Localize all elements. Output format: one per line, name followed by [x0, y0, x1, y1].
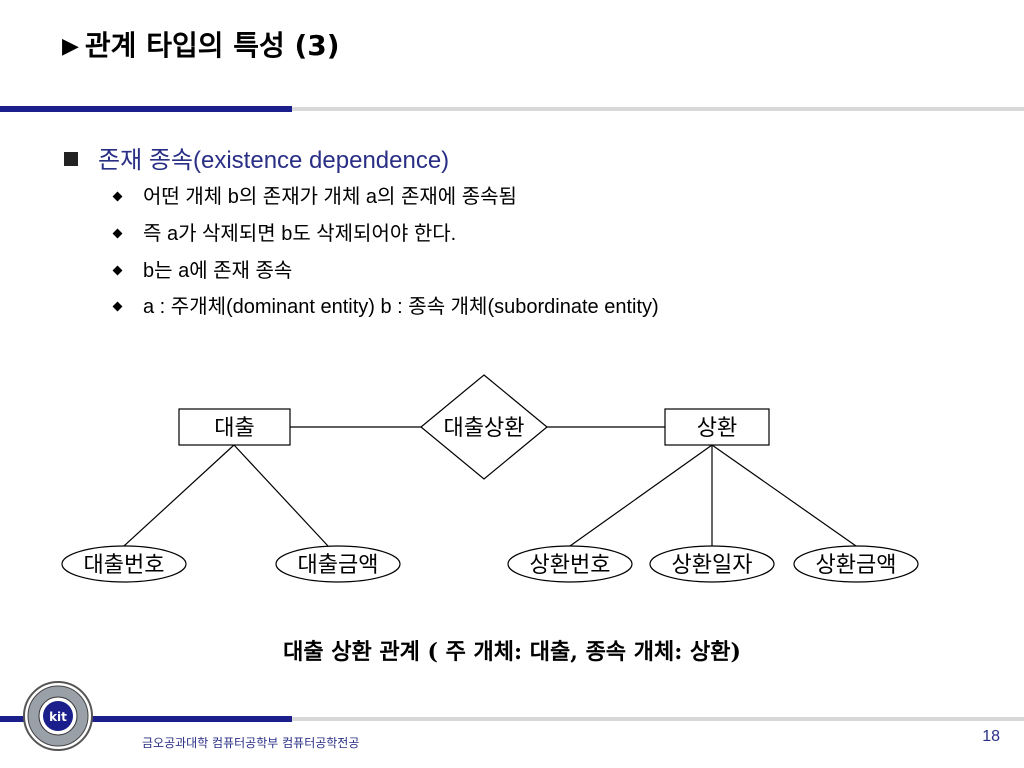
slide-title: ▶관계 타입의 특성 (3) [62, 24, 340, 64]
footer-rule-accent [0, 716, 292, 722]
slide-title-text: 관계 타입의 특성 (3) [84, 29, 340, 62]
footer-rule-gray [292, 717, 1024, 721]
attribute-label: 대출금액 [298, 553, 379, 578]
bullet-text: 즉 a가 삭제되면 b도 삭제되어야 한다. [143, 223, 457, 245]
page-number: 18 [982, 728, 1000, 745]
entity-box-left [178, 408, 291, 446]
title-rule-gray [292, 107, 1024, 111]
bullet-level1-suffix: (existence dependence) [193, 147, 450, 174]
attribute-label: 상환일자 [672, 553, 753, 578]
footer-organization: 금오공과대학 컴퓨터공학부 컴퓨터공학전공 [142, 736, 360, 750]
bullet-level2-item: 즉 a가 삭제되면 b도 삭제되어야 한다. [112, 217, 457, 246]
square-bullet-icon [64, 152, 78, 166]
attribute-ellipse [793, 545, 919, 583]
attribute-line [233, 444, 329, 547]
triangle-bullet-icon: ▶ [62, 34, 79, 59]
bullet-text: a : 주개체(dominant entity) b : 종속 개체(subor… [143, 296, 659, 318]
bullet-level2-item: a : 주개체(dominant entity) b : 종속 개체(subor… [112, 290, 659, 319]
entity-label-right: 상환 [697, 416, 737, 441]
entity-box-right [664, 408, 770, 446]
attribute-label: 대출번호 [84, 553, 165, 578]
attribute-label: 상환번호 [530, 553, 611, 578]
relationship-diamond [420, 374, 548, 480]
bullet-level2-item: 어떤 개체 b의 존재가 개체 a의 존재에 종속됨 [112, 180, 517, 209]
attribute-line [711, 444, 857, 547]
attribute-ellipse [275, 545, 401, 583]
bullet-level1-prefix: 존재 종속 [98, 147, 193, 174]
svg-text:kit: kit [49, 710, 67, 724]
attribute-line [569, 444, 713, 547]
bullet-level1: 존재 종속(existence dependence) [64, 140, 449, 175]
entity-label-left: 대출 [214, 416, 254, 441]
relationship-label: 대출상환 [444, 416, 525, 441]
bullet-text: b는 a에 존재 종속 [143, 260, 293, 282]
diagram-caption: 대출 상환 관계 ( 주 개체: 대출, 종속 개체: 상환) [283, 639, 741, 665]
bullet-level2-item: b는 a에 존재 종속 [112, 254, 293, 283]
attribute-label: 상환금액 [816, 553, 897, 578]
attribute-ellipse [61, 545, 187, 583]
attribute-ellipse [649, 545, 775, 583]
bullet-text: 어떤 개체 b의 존재가 개체 a의 존재에 종속됨 [143, 186, 517, 208]
attribute-line [123, 444, 235, 547]
title-rule-accent [0, 106, 292, 112]
university-seal-logo: kit [23, 681, 93, 751]
attribute-ellipse [507, 545, 633, 583]
